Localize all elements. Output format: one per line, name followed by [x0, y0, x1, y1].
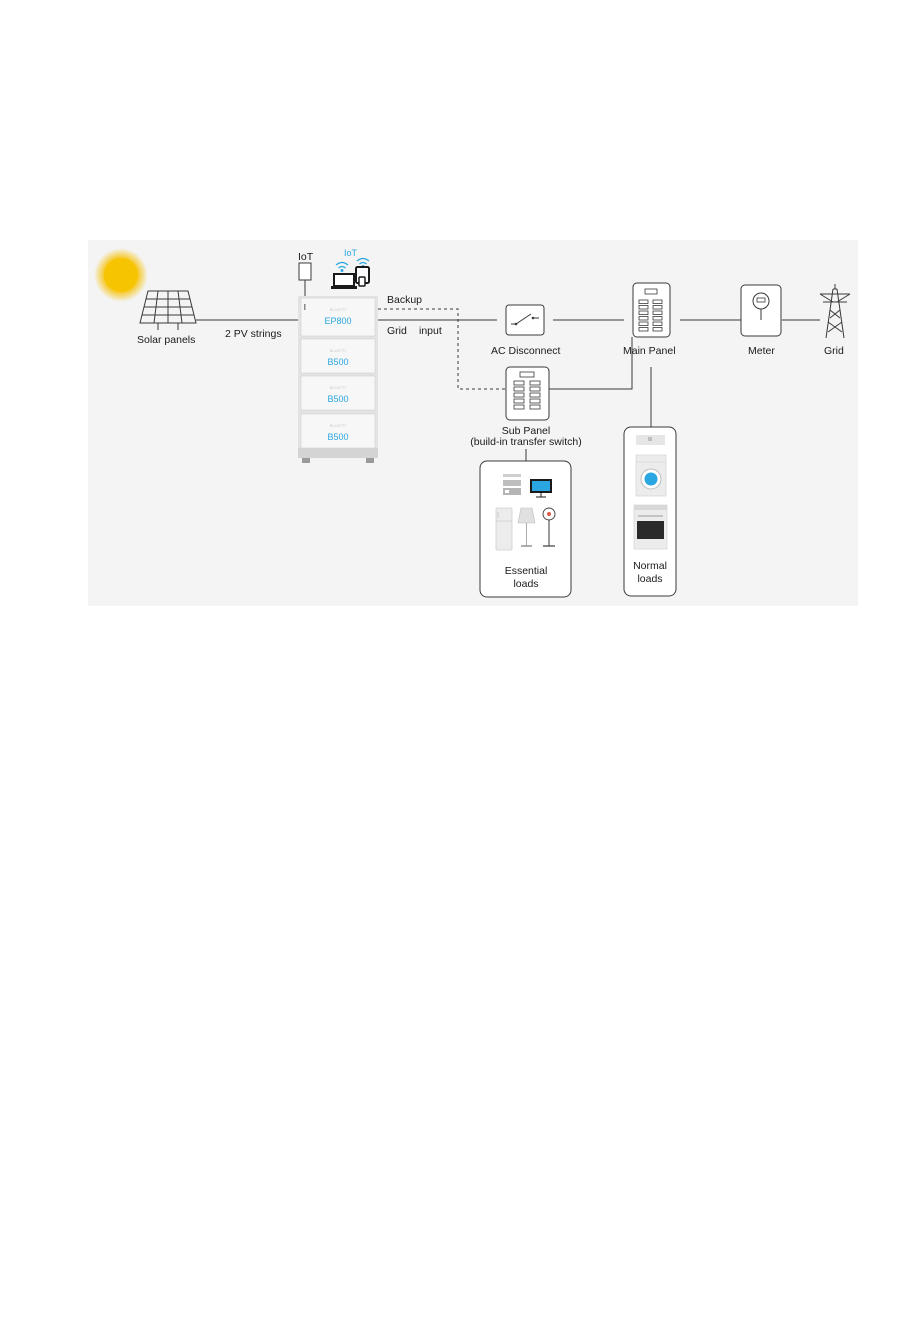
stack-base: [298, 448, 378, 458]
breaker-icon: [653, 328, 662, 332]
grid-label: Grid: [824, 345, 844, 357]
breaker-icon: [639, 322, 648, 326]
module-brand: BLUETTI: [330, 385, 346, 390]
essential-loads-label-2: loads: [513, 578, 538, 590]
breaker-icon: [639, 300, 648, 304]
battery-module: BLUETTI B500: [301, 376, 375, 410]
fridge-icon: [496, 508, 512, 550]
module-brand: BLUETTI: [330, 307, 346, 312]
breaker-icon: [514, 393, 524, 397]
module-brand: BLUETTI: [330, 423, 346, 428]
normal-loads-label-1: Normal: [633, 560, 667, 572]
breaker-icon: [514, 387, 524, 391]
sun-icon: [94, 248, 148, 302]
breaker-icon: [653, 317, 662, 321]
breaker-icon: [653, 300, 662, 304]
ac-disconnect-label: AC Disconnect: [491, 345, 561, 357]
solar-panels-label: Solar panels: [137, 334, 195, 346]
essential-loads-label-1: Essential: [505, 565, 548, 577]
module-label: EP800: [324, 316, 351, 326]
breaker-icon: [514, 399, 524, 403]
module-label: B500: [327, 394, 348, 404]
laptop-icon: [331, 274, 357, 289]
iot-devices-label: IoT: [344, 248, 358, 258]
module-brand: BLUETTI: [330, 348, 346, 353]
meter-icon: [741, 285, 781, 336]
meter-label: Meter: [748, 345, 775, 357]
breaker-icon: [653, 311, 662, 315]
breaker-icon: [639, 311, 648, 315]
phone-icon: [356, 267, 369, 286]
breaker-icon: [514, 405, 524, 409]
iot-gateway-icon: [299, 263, 311, 280]
module-label: B500: [327, 432, 348, 442]
breaker-icon: [653, 306, 662, 310]
backup-label: Backup: [387, 294, 422, 306]
sub-panel-label-2: (build-in transfer switch): [470, 436, 581, 448]
breaker-icon: [514, 381, 524, 385]
breaker-icon: [639, 306, 648, 310]
battery-module: BLUETTI EP800: [301, 298, 375, 336]
oven-icon: [634, 505, 667, 549]
pv-strings-label: 2 PV strings: [225, 328, 282, 340]
grid-input-label-1: Grid: [387, 325, 407, 337]
breaker-icon: [639, 317, 648, 321]
breaker-icon: [530, 405, 540, 409]
breaker-icon: [639, 328, 648, 332]
switch-icon: [506, 305, 544, 335]
washer-icon: [636, 455, 666, 496]
sub-panel-icon: [506, 367, 549, 420]
battery-stack: BLUETTIEP800BLUETTIB500BLUETTIB500BLUETT…: [298, 296, 378, 463]
breaker-icon: [530, 381, 540, 385]
breaker-panel-icon: [633, 283, 670, 337]
grid-input-label-2: input: [419, 325, 442, 337]
normal-loads-label-2: loads: [637, 573, 662, 585]
battery-module: BLUETTI B500: [301, 414, 375, 448]
dishwasher-icon: [636, 435, 665, 445]
breaker-icon: [530, 387, 540, 391]
iot-label: IoT: [298, 251, 314, 263]
module-label: B500: [327, 357, 348, 367]
breaker-icon: [653, 322, 662, 326]
breaker-icon: [530, 393, 540, 397]
main-panel-label: Main Panel: [623, 345, 676, 357]
battery-module: BLUETTI B500: [301, 339, 375, 373]
breaker-icon: [530, 399, 540, 403]
